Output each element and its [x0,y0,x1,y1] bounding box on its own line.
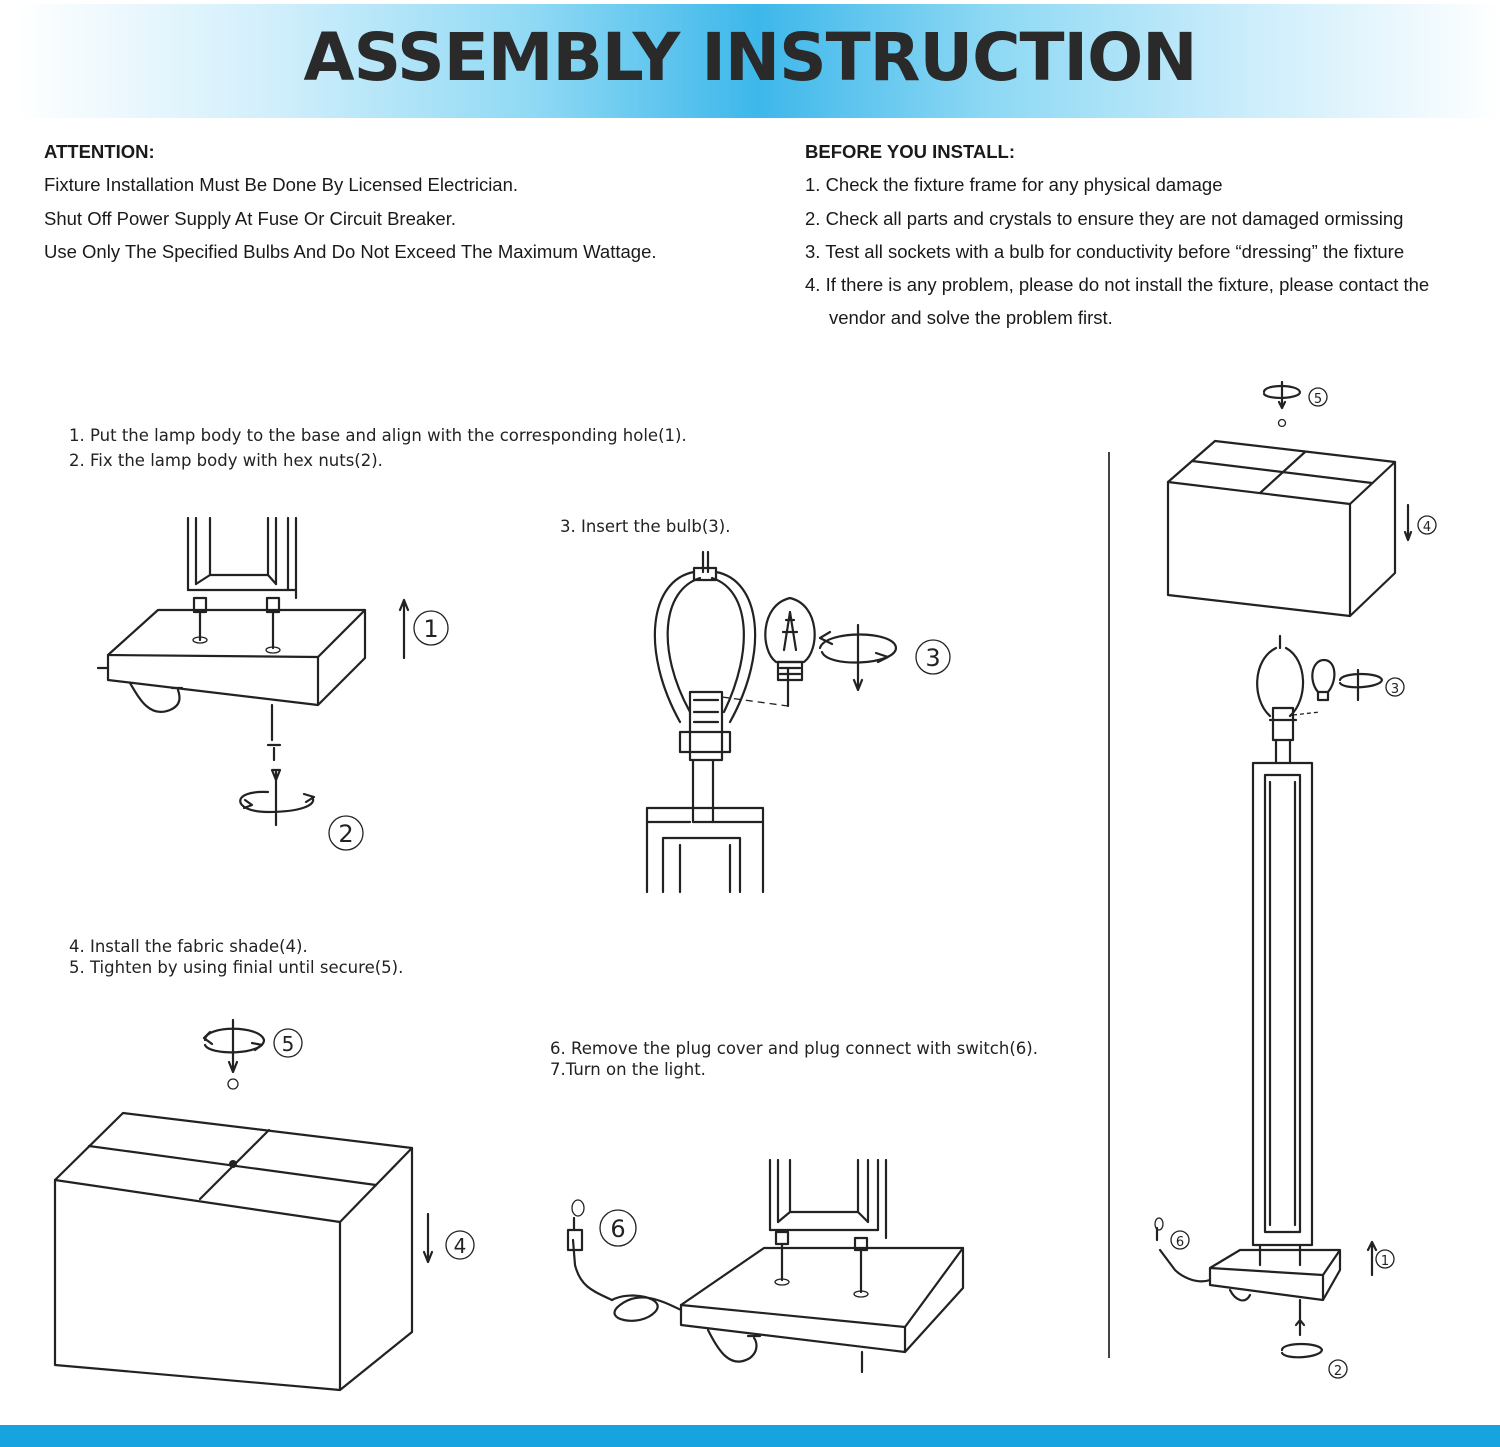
callout-2-label: 2 [338,820,353,848]
step-5-text: 5. Tighten by using finial until secure(… [69,958,404,977]
attention-notes: ATTENTION: Fixture Installation Must Be … [44,135,657,268]
step-6-text: 6. Remove the plug cover and plug connec… [550,1039,1038,1058]
step-4-text: 4. Install the fabric shade(4). [69,937,308,956]
mini-callout-3: 3 [1385,677,1405,697]
mini-callout-2-label: 2 [1334,1364,1342,1379]
before-install-heading: BEFORE YOU INSTALL: [805,141,1016,162]
step-3-text: 3. Insert the bulb(3). [560,517,731,536]
mini-callout-2: 2 [1328,1359,1348,1379]
diagram-install-shade [53,1018,434,1392]
callout-5-label: 5 [282,1032,295,1056]
attention-heading: ATTENTION: [44,141,155,162]
mini-callout-6-label: 6 [1176,1235,1184,1250]
mini-callout-5: 5 [1308,387,1328,407]
footer-bar [0,1425,1500,1447]
before-install-line: 4. If there is any problem, please do no… [805,274,1430,296]
before-install-line: vendor and solve the problem first. [829,307,1113,329]
mini-callout-4-label: 4 [1423,520,1431,535]
before-install-line: 2. Check all parts and crystals to ensur… [805,207,1404,229]
callout-6: 6 [599,1209,637,1247]
callout-3: 3 [915,639,951,675]
page-title: ASSEMBLY INSTRUCTION [303,19,1198,96]
mini-callout-4: 4 [1417,515,1437,535]
callout-2: 2 [328,815,364,851]
callout-4-label: 4 [454,1234,467,1258]
diagram-plug-connect [566,1158,965,1374]
callout-5: 5 [273,1028,303,1058]
callout-6-label: 6 [610,1215,625,1243]
mini-callout-5-label: 5 [1314,392,1322,407]
step-text-6-7: 6. Remove the plug cover and plug connec… [550,1038,1038,1080]
attention-line: Use Only The Specified Bulbs And Do Not … [44,240,657,262]
mini-callout-1: 1 [1375,1249,1395,1269]
step-1-text: 1. Put the lamp body to the base and ali… [69,426,687,445]
attention-line: Fixture Installation Must Be Done By Lic… [44,174,519,196]
step-2-text: 2. Fix the lamp body with hex nuts(2). [69,451,383,470]
callout-3-label: 3 [925,644,940,672]
step-7-text: 7.Turn on the light. [550,1060,706,1079]
diagram-body-to-base [96,516,410,827]
mini-callout-1-label: 1 [1381,1254,1389,1269]
attention-line: Shut Off Power Supply At Fuse Or Circuit… [44,207,456,229]
before-install-notes: BEFORE YOU INSTALL: 1. Check the fixture… [805,135,1429,335]
header-banner [15,4,1500,118]
callout-1-label: 1 [423,615,438,643]
diagram-insert-bulb [645,550,898,894]
callout-4: 4 [445,1230,475,1260]
mini-callout-6: 6 [1170,1230,1190,1250]
mini-callout-3-label: 3 [1391,682,1399,697]
callout-1: 1 [413,610,449,646]
before-install-line: 1. Check the fixture frame for any physi… [805,174,1223,196]
before-install-line: 3. Test all sockets with a bulb for cond… [805,240,1405,262]
step-text-1-2: 1. Put the lamp body to the base and ali… [69,425,687,471]
diagram-complete-lamp [1154,380,1413,1359]
step-text-4-5: 4. Install the fabric shade(4). 5. Tight… [69,936,403,978]
vertical-divider [1108,452,1110,1358]
